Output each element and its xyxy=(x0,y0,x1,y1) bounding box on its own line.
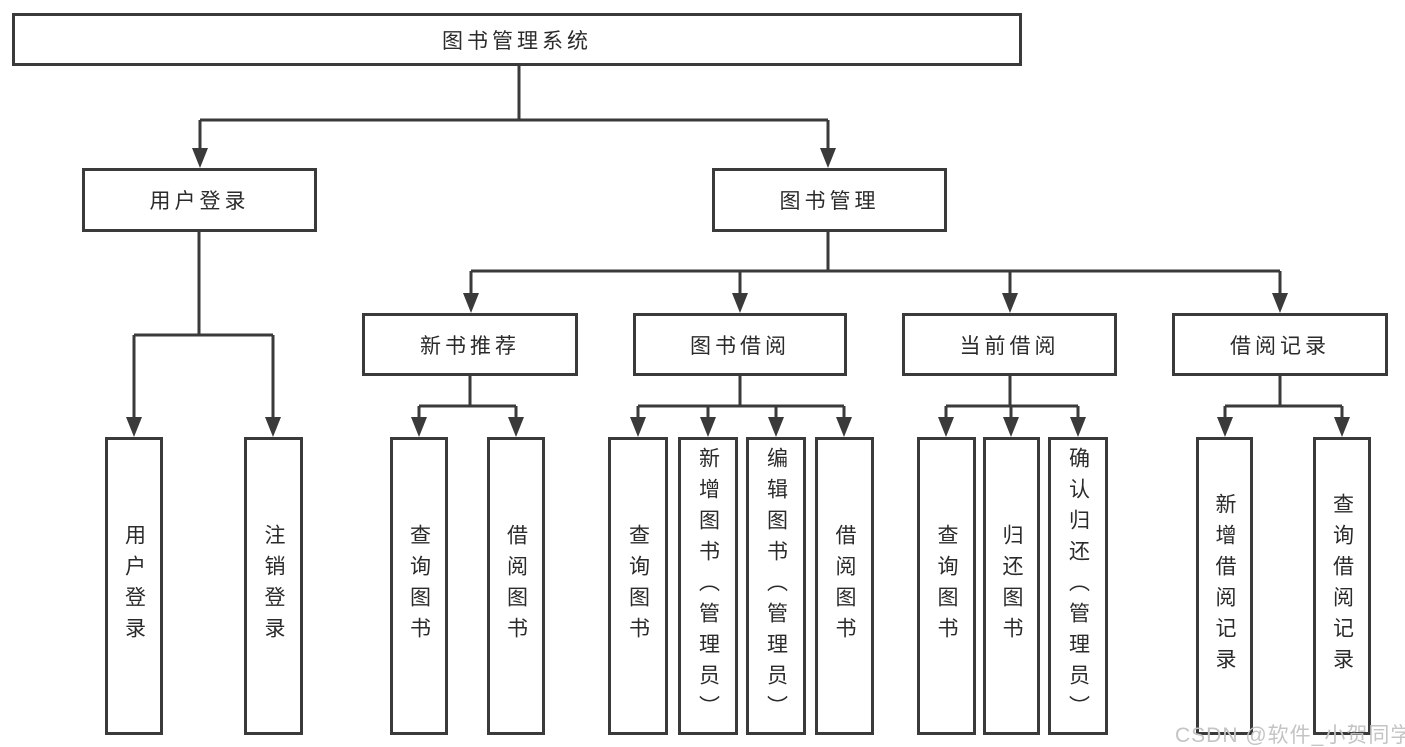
node-new-book-recommend-label: 新书推荐 xyxy=(420,334,520,358)
leaf-add-borrow-record: 新增借阅记录 xyxy=(1196,437,1253,735)
node-new-book-recommend: 新书推荐 xyxy=(362,313,578,376)
leaf-query-books-3: 查询图书 xyxy=(917,437,976,735)
node-borrow-records: 借阅记录 xyxy=(1172,313,1388,376)
node-root-label: 图书管理系统 xyxy=(442,29,592,53)
leaf-query-borrow-record: 查询借阅记录 xyxy=(1313,437,1371,735)
leaf-confirm-return-admin: 确认归还（管理员） xyxy=(1048,437,1108,735)
leaf-user-login: 用户登录 xyxy=(105,437,163,735)
leaf-query-books-1-label: 查询图书 xyxy=(407,524,431,648)
leaf-user-login-label: 用户登录 xyxy=(122,524,146,648)
node-book-borrow: 图书借阅 xyxy=(633,313,847,376)
leaf-query-books-2-label: 查询图书 xyxy=(626,524,650,648)
leaf-logout-label: 注销登录 xyxy=(262,524,285,648)
node-book-borrow-label: 图书借阅 xyxy=(690,334,790,358)
node-current-borrow-label: 当前借阅 xyxy=(959,334,1060,358)
leaf-confirm-return-admin-label: 确认归还（管理员） xyxy=(1066,446,1090,726)
leaf-query-borrow-record-label: 查询借阅记录 xyxy=(1330,493,1354,679)
leaf-borrow-books-2-label: 借阅图书 xyxy=(833,524,856,648)
node-user-login: 用户登录 xyxy=(82,168,317,232)
node-root: 图书管理系统 xyxy=(12,13,1022,66)
leaf-borrow-books-1-label: 借阅图书 xyxy=(504,524,528,648)
watermark: CSDN @软件_小贺同学 xyxy=(1175,724,1405,747)
node-book-management-label: 图书管理 xyxy=(779,190,880,213)
leaf-borrow-books-2: 借阅图书 xyxy=(815,437,874,735)
leaf-edit-books-admin-label: 编辑图书（管理员） xyxy=(764,446,788,726)
leaf-return-books-label: 归还图书 xyxy=(1000,524,1023,648)
leaf-query-books-1: 查询图书 xyxy=(390,437,448,735)
node-current-borrow: 当前借阅 xyxy=(902,313,1117,376)
node-borrow-records-label: 借阅记录 xyxy=(1230,334,1330,358)
leaf-add-borrow-record-label: 新增借阅记录 xyxy=(1213,493,1236,679)
leaf-borrow-books-1: 借阅图书 xyxy=(487,437,545,735)
node-user-login-label: 用户登录 xyxy=(149,190,250,213)
leaf-edit-books-admin: 编辑图书（管理员） xyxy=(746,437,806,735)
leaf-query-books-3-label: 查询图书 xyxy=(935,524,958,648)
leaf-query-books-2: 查询图书 xyxy=(608,437,668,735)
leaf-add-books-admin: 新增图书（管理员） xyxy=(678,437,738,735)
leaf-add-books-admin-label: 新增图书（管理员） xyxy=(696,446,720,726)
leaf-logout: 注销登录 xyxy=(244,437,303,735)
node-book-management: 图书管理 xyxy=(712,168,947,232)
leaf-return-books: 归还图书 xyxy=(983,437,1040,735)
